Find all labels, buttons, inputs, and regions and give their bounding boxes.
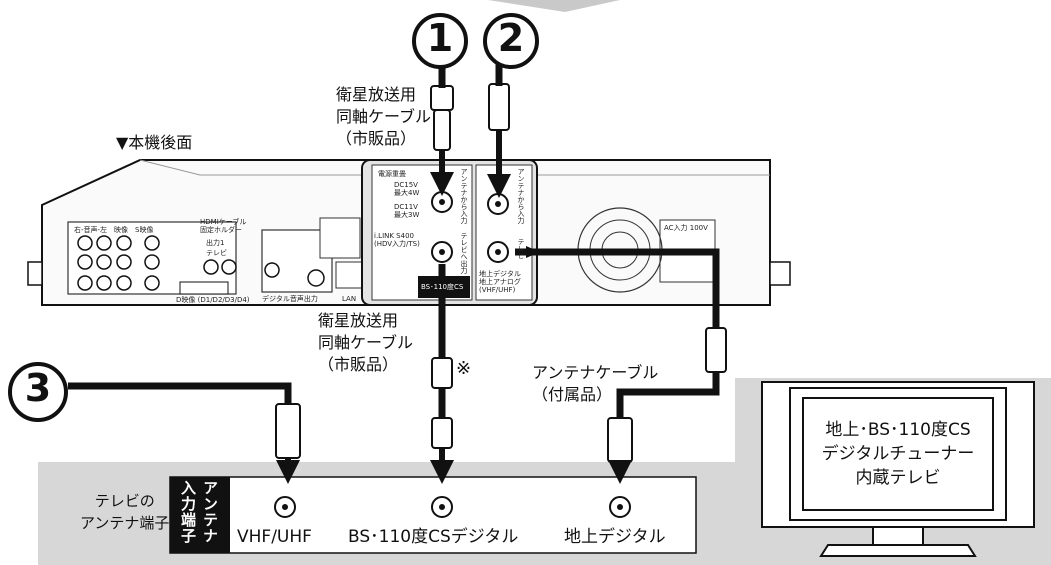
panel-power: 電源重畳	[378, 170, 406, 178]
step-3-circle	[8, 362, 68, 422]
cable-sat-top-label: 衛星放送用 同軸ケーブル （市販品）	[336, 85, 432, 148]
step-1-number: 1	[426, 16, 454, 60]
panel-tele: テレビ	[206, 249, 227, 257]
cable-sat-top	[430, 20, 454, 196]
antenna-cable-label: アンテナケーブル （付属品）	[532, 363, 659, 404]
panel-in-lr: 右-音声-左 映像 S映像	[74, 226, 154, 234]
vhf-terminal-label: VHF/UHF	[237, 527, 312, 547]
input-terminal-label-2: 入力端子	[179, 480, 197, 544]
panel-ter-label: 地上デジタル 地上アナログ (VHF/UHF)	[479, 270, 521, 294]
panel-hdmi: HDMIケーブル 固定ホルダー	[200, 218, 247, 234]
cable-sat-mid-label: 衛星放送用 同軸ケーブル （市販品）	[318, 311, 414, 374]
panel-ant-in-ter: アンテナから入力	[517, 168, 525, 224]
step-2-number: 2	[497, 16, 525, 60]
bs-terminal-label: BS･110度CSデジタル	[348, 527, 519, 547]
input-terminal-black-block	[170, 477, 230, 553]
top-shade	[488, 0, 620, 12]
antenna-cable	[515, 246, 727, 484]
step-1-circle	[412, 13, 468, 69]
unit-rear-label: ▼本機後面	[116, 133, 193, 152]
cable-three	[68, 382, 301, 484]
panel-tv-out-ter: テレビ	[517, 238, 525, 259]
panel-digital-audio: デジタル音声出力	[262, 295, 318, 303]
tv-terminal-box	[169, 476, 697, 554]
panel-dc11: DC11V 最大3W	[394, 203, 420, 219]
panel-out1: 出力1	[206, 239, 225, 247]
tv-antenna-terminal-label: テレビの アンテナ端子	[80, 492, 170, 532]
panel-ilink: i.LINK S400 (HDV入力/TS)	[374, 232, 420, 248]
chideji-terminal-label: 地上デジタル	[564, 527, 666, 547]
panel-tv-out-bs: テレビへ出力	[460, 232, 468, 274]
panel-bs-label: BS･110度CS	[421, 283, 464, 291]
input-terminal-label-1: アンテナ	[201, 480, 219, 544]
panel-ac: AC入力 100V	[664, 224, 708, 232]
tv-set	[761, 381, 1035, 557]
cable-sat-mid	[430, 264, 454, 484]
panel-d-video: D映像 (D1/D2/D3/D4)	[176, 296, 250, 304]
asterisk-mark: ※	[456, 358, 472, 379]
step-2-circle	[483, 13, 539, 69]
panel-lan: LAN	[342, 295, 357, 303]
panel-dc15: DC15V 最大4W	[394, 181, 420, 197]
panel-ant-in-bs: アンテナから入力	[460, 168, 468, 224]
tv-screen-text: 地上･BS･110度CS デジタルチューナー 内蔵テレビ	[821, 420, 975, 488]
step-3-number: 3	[24, 366, 52, 410]
